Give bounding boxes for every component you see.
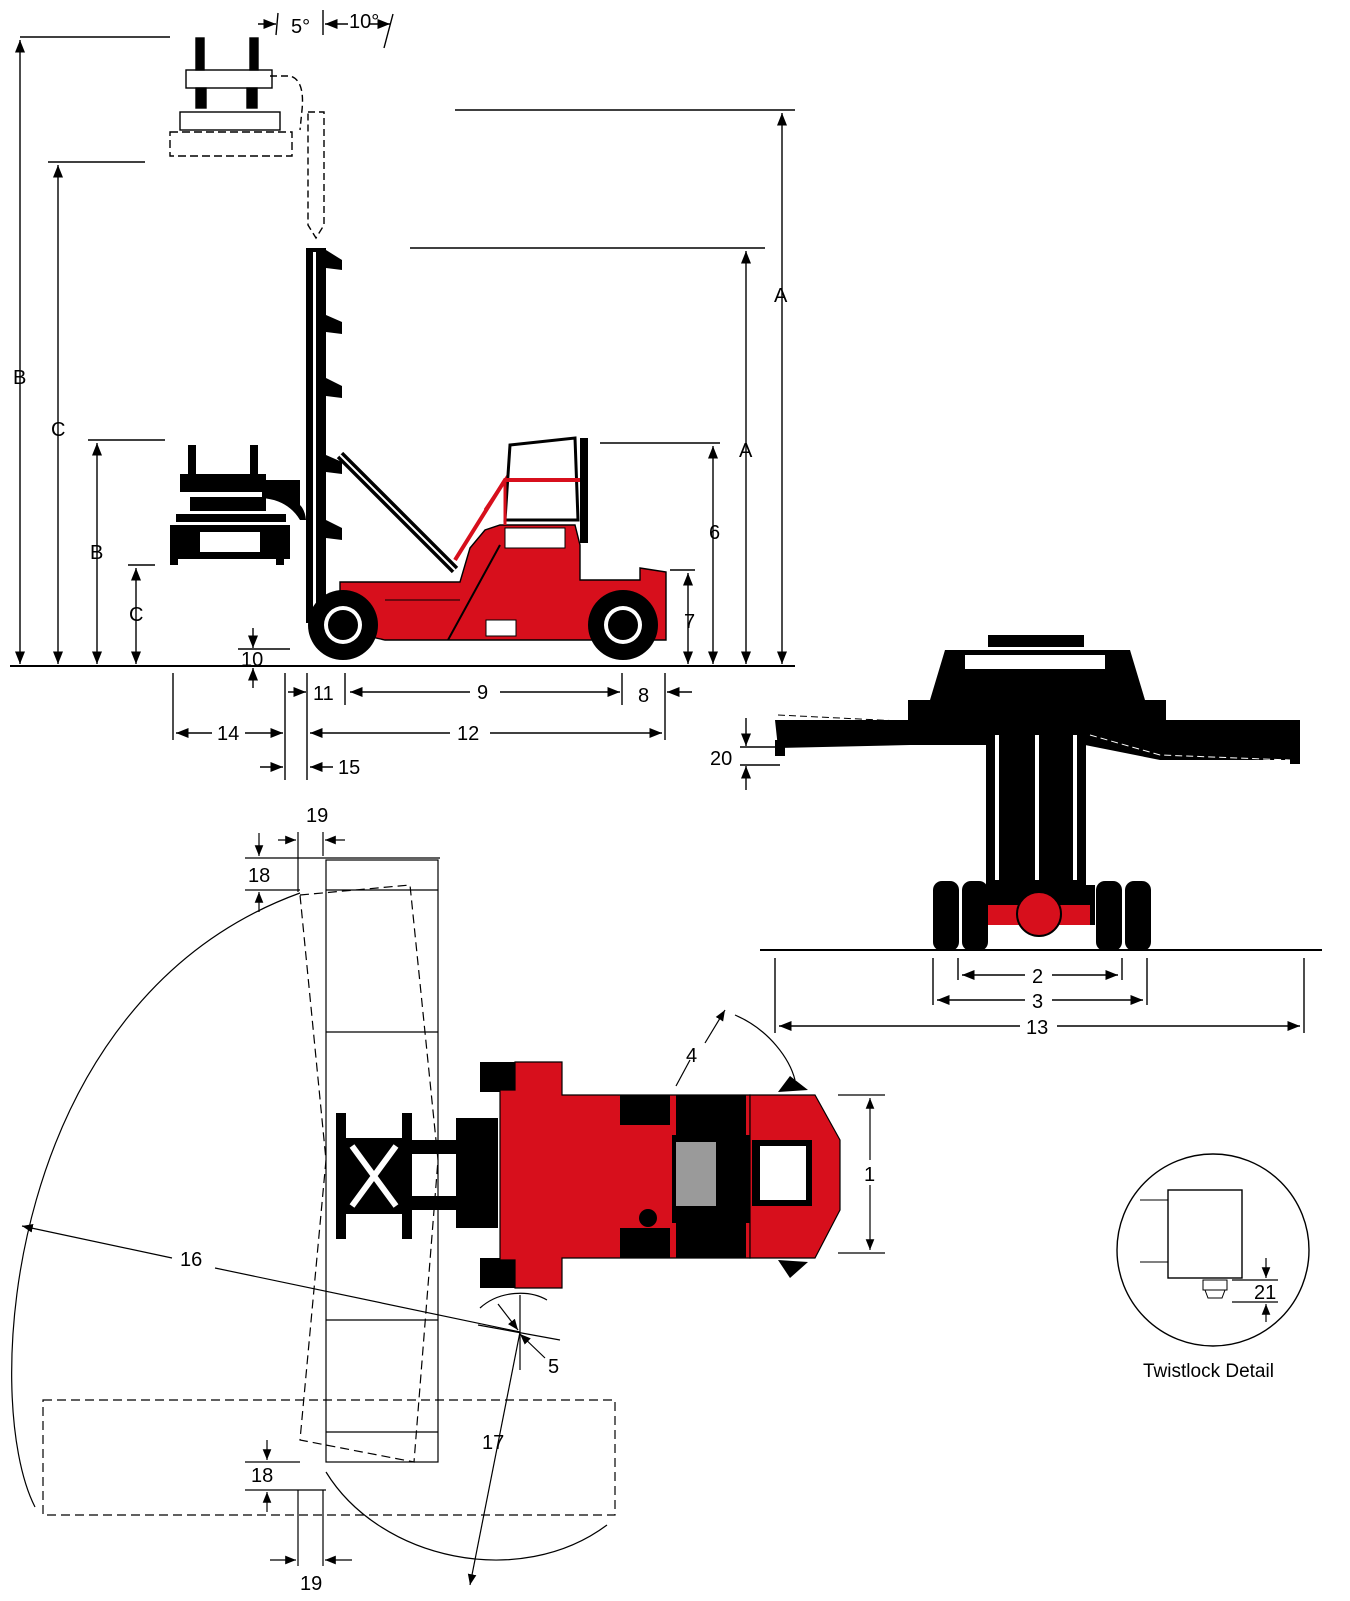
label-2: 2 xyxy=(1032,966,1043,988)
side-wheels xyxy=(308,590,658,660)
label-19-top: 19 xyxy=(306,805,328,827)
label-c-outer: C xyxy=(51,419,65,441)
label-18-top: 18 xyxy=(248,865,270,887)
side-view xyxy=(10,10,795,780)
label-a-outer: A xyxy=(774,285,788,307)
label-b-inner: B xyxy=(90,542,103,564)
top-view: 19 18 4 1 16 5 17 18 19 xyxy=(11,805,885,1595)
label-18-bottom: 18 xyxy=(251,1465,273,1487)
label-19-bottom: 19 xyxy=(300,1573,322,1595)
label-a-inner: A xyxy=(739,440,753,462)
label-6: 6 xyxy=(709,522,720,544)
angle-tilt-back: 5° xyxy=(291,16,310,38)
label-9: 9 xyxy=(477,682,488,704)
label-4: 4 xyxy=(686,1045,697,1067)
angle-tilt-forward: 10° xyxy=(349,11,379,33)
label-3: 3 xyxy=(1032,991,1043,1013)
label-16: 16 xyxy=(180,1249,202,1271)
side-view-labels: 5° 10° B C B C A A 6 7 10 11 9 8 14 12 1… xyxy=(13,11,788,779)
label-10: 10 xyxy=(241,649,263,671)
front-view: 2 3 13 20 xyxy=(710,635,1322,1039)
label-15: 15 xyxy=(338,757,360,779)
spreader-high xyxy=(169,37,293,157)
spreader-low xyxy=(170,445,290,565)
truck-body xyxy=(339,436,667,641)
twistlock-detail: 21 Twistlock Detail xyxy=(1116,1153,1310,1382)
twistlock-caption: Twistlock Detail xyxy=(1143,1361,1274,1382)
label-b-outer: B xyxy=(13,367,26,389)
label-c-inner: C xyxy=(129,604,143,626)
label-8: 8 xyxy=(638,685,649,707)
mast xyxy=(262,75,459,623)
label-20: 20 xyxy=(710,748,732,770)
label-14: 14 xyxy=(217,723,239,745)
label-11: 11 xyxy=(313,683,334,705)
label-7: 7 xyxy=(684,611,695,633)
label-1: 1 xyxy=(864,1164,875,1186)
label-12: 12 xyxy=(457,723,479,745)
label-5: 5 xyxy=(548,1356,559,1378)
label-13: 13 xyxy=(1026,1017,1048,1039)
label-21: 21 xyxy=(1254,1282,1276,1304)
label-17: 17 xyxy=(482,1432,504,1454)
